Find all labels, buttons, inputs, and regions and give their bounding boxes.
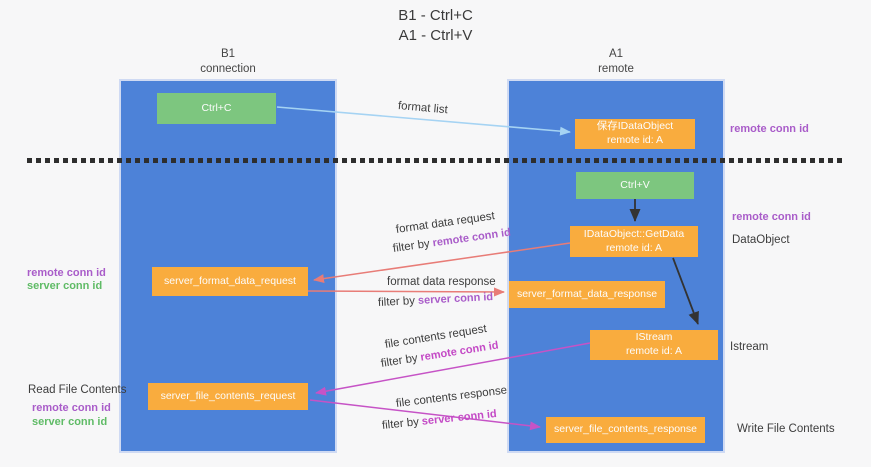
lane-a1-name: A1	[608, 48, 624, 60]
ctrl-c-label: Ctrl+C	[201, 101, 232, 114]
format-data-response-filter-label: filter by server conn id	[377, 290, 494, 309]
format-data-response-label: format data response	[387, 276, 496, 288]
format-list-label: format list	[397, 100, 449, 117]
node-istream: IStream remote id: A	[590, 330, 718, 360]
node-save-idataobject: 保存IDataObject remote id: A	[575, 119, 695, 149]
dataobject-label: DataObject	[732, 234, 790, 246]
node-idataobject-getdata: IDataObject::GetData remote id: A	[570, 226, 698, 257]
lane-b1-name: B1	[220, 48, 236, 60]
format-request-label: server_format_data_request	[164, 274, 296, 287]
remote-conn-id-label-left-bottom: remote conn id	[32, 402, 111, 414]
getdata-line2: remote id: A	[605, 241, 663, 254]
diagram-title: B1 - Ctrl+C A1 - Ctrl+V	[0, 6, 871, 47]
file-request-label: server_file_contents_request	[160, 389, 296, 402]
save-idataobject-line2: remote id: A	[606, 134, 664, 146]
istream-line1: IStream	[635, 331, 673, 344]
node-ctrl-v: Ctrl+V	[576, 172, 694, 199]
read-file-contents-label: Read File Contents	[28, 384, 127, 396]
lane-header-b1: B1 connection	[119, 47, 337, 77]
ctrl-v-label: Ctrl+V	[620, 178, 650, 191]
save-idataobject-line1: 保存IDataObject	[596, 120, 674, 133]
node-server-format-data-request: server_format_data_request	[152, 267, 308, 296]
lane-header-a1: A1 remote	[507, 47, 725, 77]
lane-a1-subtitle: remote	[598, 62, 634, 75]
file-response-label: server_file_contents_response	[553, 423, 697, 436]
getdata-line1: IDataObject::GetData	[583, 227, 685, 240]
title-line-1: B1 - Ctrl+C	[398, 7, 473, 24]
server-conn-id-label-left-top: server conn id	[27, 280, 103, 292]
format-response-label: server_format_data_response	[516, 287, 658, 300]
node-server-format-data-response: server_format_data_response	[509, 281, 665, 308]
session-separator-line	[27, 158, 843, 163]
server-conn-id-label-left-bottom: server conn id	[32, 416, 108, 428]
node-server-file-contents-response: server_file_contents_response	[546, 417, 705, 443]
remote-conn-id-label-top-right: remote conn id	[730, 123, 809, 135]
remote-conn-id-inline: remote conn id	[431, 226, 512, 250]
title-line-2: A1 - Ctrl+V	[398, 27, 473, 45]
remote-conn-id-label-mid-right: remote conn id	[732, 211, 811, 223]
node-server-file-contents-request: server_file_contents_request	[148, 383, 308, 410]
write-file-contents-label: Write File Contents	[737, 423, 835, 435]
remote-conn-id-label-left-top: remote conn id	[27, 267, 106, 279]
lane-b1-subtitle: connection	[200, 62, 256, 75]
node-ctrl-c: Ctrl+C	[157, 93, 276, 124]
server-conn-id-inline: server conn id	[421, 407, 498, 428]
file-contents-response-label: file contents response	[395, 384, 508, 410]
server-conn-id-inline: server conn id	[417, 290, 494, 307]
istream-side-label: Istream	[730, 341, 769, 353]
file-contents-response-filter-label: filter by server conn id	[381, 407, 498, 432]
istream-line2: remote id: A	[625, 345, 683, 357]
